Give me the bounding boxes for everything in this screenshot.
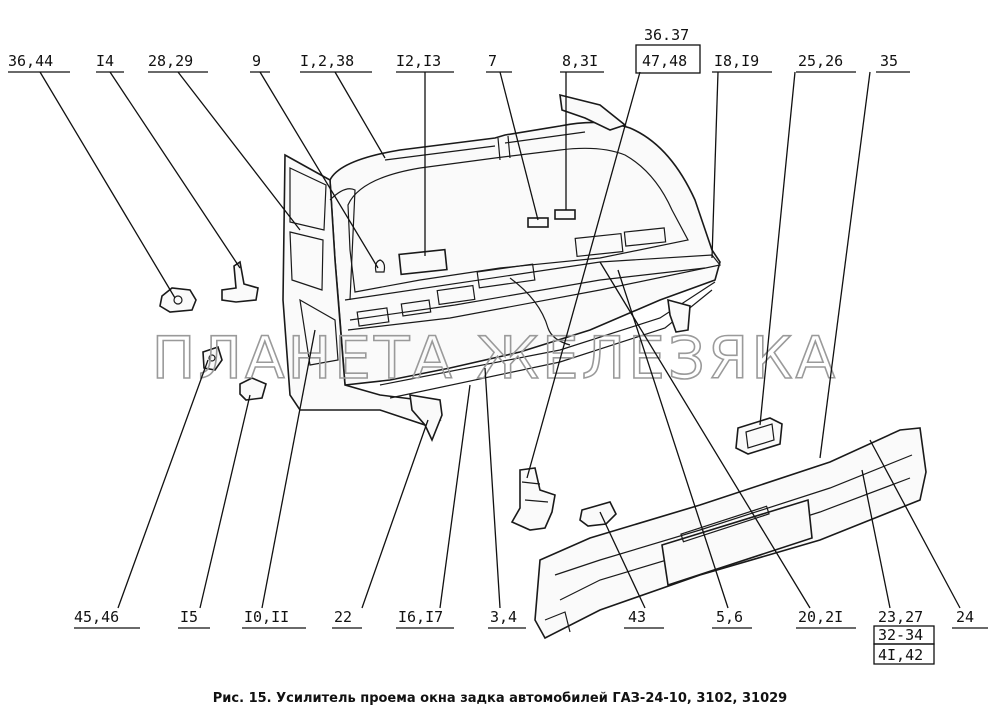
callout-5-6: 5,6 [716,608,743,626]
callout-23-27: 23,27 [878,608,923,626]
callout-15: I5 [180,608,198,626]
callout-22: 22 [334,608,352,626]
callout-18-19: I8,I9 [714,52,759,70]
rear-window-frame [282,93,722,443]
callout-3-4: 3,4 [490,608,517,626]
callout-24: 24 [956,608,974,626]
hinge-parts [510,467,617,531]
callout-10-11: I0,II [244,608,289,626]
callout-36-37: 36.37 [644,26,689,44]
callout-35: 35 [880,52,898,70]
small-clips-left [159,260,267,401]
callout-8-31: 8,3I [562,52,598,70]
callout-16-17: I6,I7 [398,608,443,626]
callout-20-21: 20,2I [798,608,843,626]
callout-14: I4 [96,52,114,70]
callout-box-47-48 [635,44,701,74]
watermark: ПЛАНЕТА ЖЕЛЕЗЯКА [152,324,838,392]
callout-25-26: 25,26 [798,52,843,70]
handle-insert [735,417,783,455]
callout-12-13: I2,I3 [396,52,441,70]
callout-28-29: 28,29 [148,52,193,70]
lower-rear-panel [534,427,927,640]
callout-45-46: 45,46 [74,608,119,626]
callout-36-44: 36,44 [8,52,53,70]
callout-9: 9 [252,52,261,70]
callout-1-2-38: I,2,38 [300,52,354,70]
leader-lines [8,71,988,629]
callout-47-48: 47,48 [642,52,687,70]
callout-41-42: 4I,42 [878,646,923,664]
callout-32-34: 32-34 [878,626,923,644]
callout-box-41-42 [873,643,935,665]
callout-7: 7 [488,52,497,70]
figure-caption: Рис. 15. Усилитель проема окна задка авт… [213,691,787,706]
callout-43: 43 [628,608,646,626]
